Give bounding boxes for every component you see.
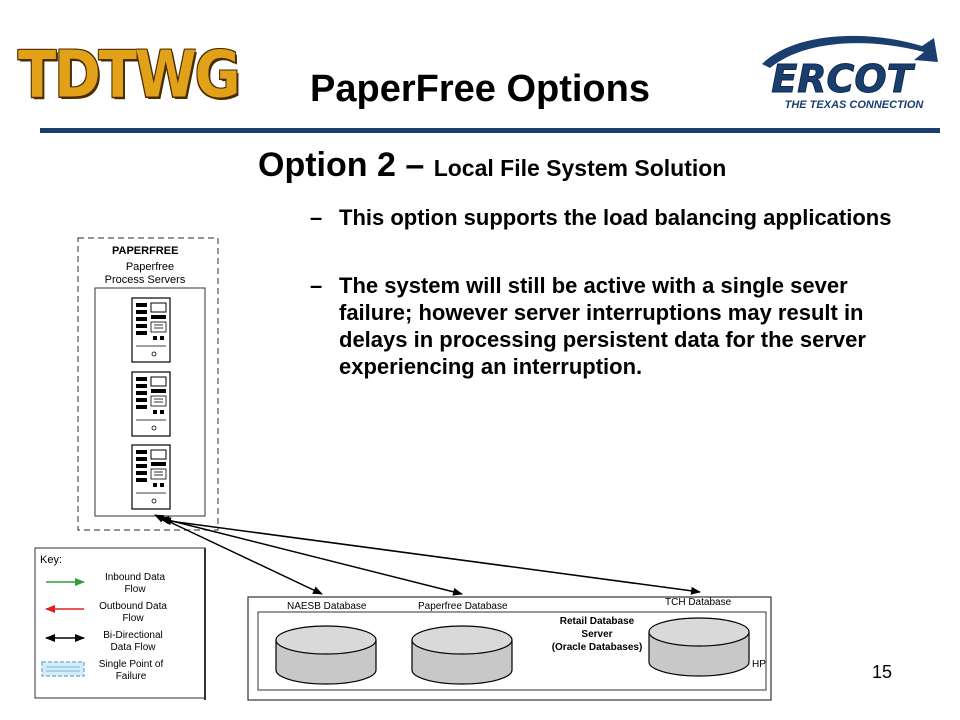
ercot-tagline: THE TEXAS CONNECTION bbox=[785, 99, 925, 111]
legend-spof-line1: Single Point of bbox=[99, 659, 164, 670]
vendor-label: HP bbox=[752, 659, 766, 670]
servers-label-line2: Process Servers bbox=[105, 274, 186, 286]
database-group bbox=[247, 596, 772, 701]
retail-label-line3: (Oracle Databases) bbox=[552, 642, 643, 653]
retail-database-box bbox=[257, 611, 767, 691]
servers-label-line1: Paperfree bbox=[126, 261, 174, 273]
tdtwg-logo: TDTWG bbox=[18, 38, 241, 113]
bullet-marker: – bbox=[310, 205, 323, 230]
option-heading-main: Option 2 – bbox=[258, 146, 434, 184]
ercot-wordmark: ERCOT bbox=[771, 57, 915, 101]
bullet-text: This option supports the load balancing … bbox=[339, 205, 892, 230]
retail-label-line2: Server bbox=[581, 629, 612, 640]
server-icon bbox=[131, 444, 171, 510]
option-heading-sub: Local File System Solution bbox=[433, 155, 727, 181]
page-title: PaperFree Options bbox=[310, 68, 650, 110]
paperfree-database-icon bbox=[411, 625, 513, 685]
paperfree-container bbox=[77, 237, 219, 531]
server-icon bbox=[131, 371, 171, 437]
tch-database-icon bbox=[648, 617, 750, 677]
legend-title: Key: bbox=[40, 554, 62, 566]
server-icon bbox=[131, 297, 171, 363]
retail-label-line1: Retail Database bbox=[560, 616, 635, 627]
legend-bidir-line2: Data Flow bbox=[110, 642, 156, 653]
bullet-marker: – bbox=[310, 273, 323, 298]
naesb-db-label: NAESB Database bbox=[287, 601, 367, 612]
legend-outbound-line2: Flow bbox=[122, 613, 144, 624]
legend-inbound-line2: Flow bbox=[124, 584, 146, 595]
paperfree-container-title: PAPERFREE bbox=[112, 245, 178, 257]
legend-outbound-line1: Outbound Data bbox=[99, 601, 167, 612]
option-heading: Option 2 – Local File System Solution bbox=[258, 146, 726, 185]
title-divider bbox=[40, 128, 940, 133]
process-servers-box bbox=[94, 287, 206, 517]
flow-arrow-tch bbox=[161, 517, 701, 595]
page-number: 15 bbox=[872, 662, 893, 682]
bullet-text: The system will still be active with a s… bbox=[339, 273, 866, 379]
paperfree-db-label: Paperfree Database bbox=[418, 601, 508, 612]
legend-bidir-line1: Bi-Directional bbox=[103, 630, 162, 641]
ercot-logo: ERCOT THE TEXAS CONNECTION bbox=[762, 35, 938, 111]
naesb-database-icon bbox=[275, 625, 377, 685]
tch-db-label: TCH Database bbox=[665, 597, 732, 608]
flow-arrow-naesb bbox=[154, 514, 323, 595]
legend-inbound-line1: Inbound Data bbox=[105, 572, 165, 583]
legend-spof-line2: Failure bbox=[116, 671, 147, 682]
swoosh-icon bbox=[762, 35, 938, 68]
spof-swatch-icon bbox=[41, 661, 85, 677]
